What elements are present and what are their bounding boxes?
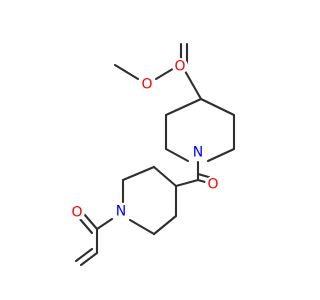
ring-top-bond-1 [199, 97, 236, 117]
atom-background [205, 176, 221, 192]
atom-background [113, 203, 129, 219]
atom-background [139, 76, 155, 92]
vinyl-double-bond-1 [79, 251, 99, 267]
acyl-carbonyl-double-2 [77, 216, 94, 235]
ring-top-bond-3 [206, 147, 236, 163]
ring-top-bond-6 [164, 97, 203, 117]
ring-bottom-bond-4 [128, 218, 156, 236]
atom-label-o: O [141, 77, 152, 93]
atom-label-n: N [116, 204, 126, 220]
atom-background [190, 144, 206, 160]
atom-label-o: O [174, 59, 185, 75]
atom-label-n: N [193, 145, 203, 161]
acyl-carbonyl-double-1 [82, 212, 99, 231]
atom-background [172, 58, 188, 74]
bond-layer [74, 42, 236, 267]
ring-top-bond-4 [164, 147, 190, 163]
ring-bottom-bond-5 [152, 214, 178, 236]
nitrogen-to-acyl-bond [95, 217, 114, 231]
atom-label-o: O [207, 177, 218, 193]
atom-background [69, 204, 85, 220]
methyl-ester-bond [113, 63, 140, 81]
vinyl-double-bond-2 [74, 247, 94, 263]
amide-to-ring-bond [174, 178, 200, 188]
atom-label-o: O [71, 205, 82, 221]
ring-bottom-bond-1 [152, 165, 178, 188]
ring-bottom-bond-2 [121, 165, 156, 182]
